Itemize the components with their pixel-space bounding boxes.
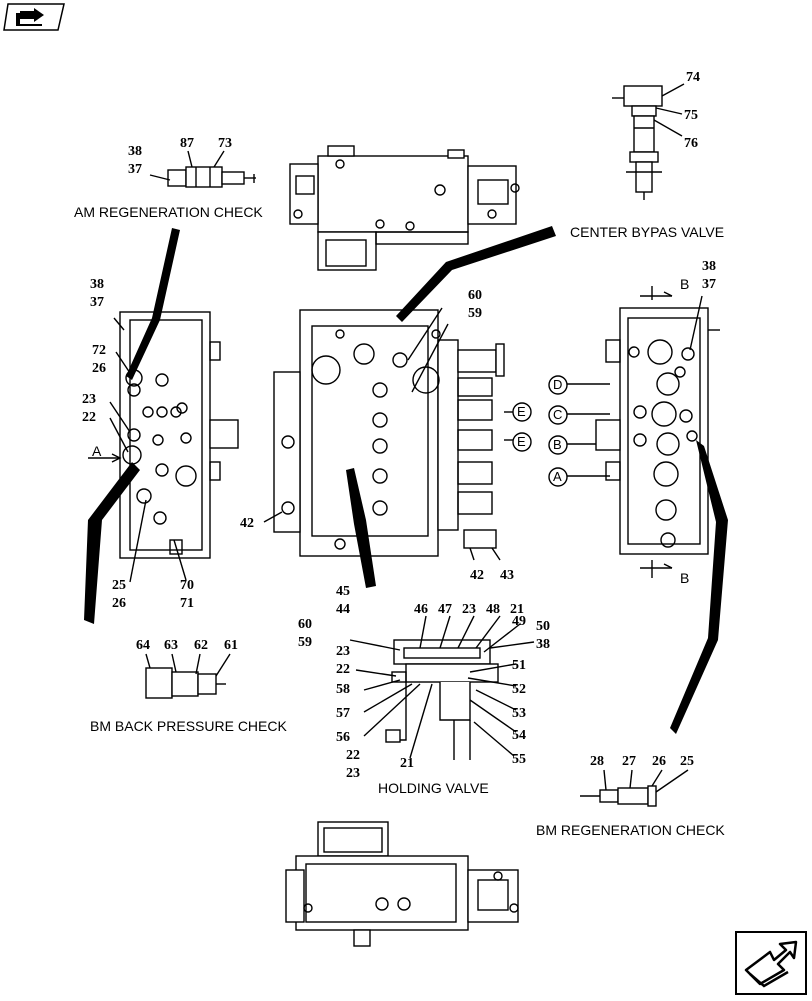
callout-59-holding: 59 bbox=[298, 635, 312, 650]
callout-37-left: 37 bbox=[90, 295, 104, 310]
callout-76: 76 bbox=[684, 136, 698, 151]
view-mark-b-bottom: B bbox=[680, 570, 690, 586]
callout-23-left: 23 bbox=[82, 392, 96, 407]
center-bypass-valve-part bbox=[612, 83, 685, 200]
callout-57: 57 bbox=[336, 706, 350, 721]
cross-reference-strokes bbox=[84, 226, 728, 734]
callout-37-right: 37 bbox=[702, 277, 716, 292]
callout-44: 44 bbox=[336, 602, 350, 617]
callout-23-holding-bottom: 23 bbox=[346, 766, 360, 781]
callout-53: 53 bbox=[512, 706, 526, 721]
callout-72: 72 bbox=[92, 343, 106, 358]
port-a-label: A bbox=[553, 469, 562, 484]
center-bypass-valve-caption: CENTER BYPAS VALVE bbox=[570, 224, 725, 240]
view-mark-a: A bbox=[92, 443, 102, 459]
callout-21-holding-bottom: 21 bbox=[400, 756, 414, 771]
callout-62: 62 bbox=[194, 638, 208, 653]
callout-23-holding-left: 23 bbox=[336, 644, 350, 659]
view-mark-b-top: B bbox=[680, 276, 690, 292]
callout-64: 64 bbox=[136, 638, 150, 653]
callout-74: 74 bbox=[686, 70, 700, 85]
callout-38-left: 38 bbox=[90, 277, 104, 292]
callout-26-left-bottom: 26 bbox=[112, 596, 126, 611]
callout-42-left: 42 bbox=[240, 516, 254, 531]
callout-61: 61 bbox=[224, 638, 238, 653]
holding-valve-caption: HOLDING VALVE bbox=[378, 780, 489, 796]
callout-52: 52 bbox=[512, 682, 526, 697]
port-b-label: B bbox=[553, 437, 562, 452]
callout-59-center: 59 bbox=[468, 306, 482, 321]
callout-47: 47 bbox=[438, 602, 452, 617]
port-e-label-lower: E bbox=[517, 434, 526, 449]
callout-43: 43 bbox=[500, 568, 514, 583]
callout-27: 27 bbox=[622, 754, 636, 769]
am-regeneration-check-part bbox=[149, 150, 256, 188]
bm-regeneration-check-caption: BM REGENERATION CHECK bbox=[536, 822, 725, 838]
callout-73: 73 bbox=[218, 136, 232, 151]
callout-70: 70 bbox=[180, 578, 194, 593]
holding-valve-part bbox=[349, 615, 535, 760]
callout-54: 54 bbox=[512, 728, 526, 743]
callout-25-left: 25 bbox=[112, 578, 126, 593]
bm-back-pressure-check-caption: BM BACK PRESSURE CHECK bbox=[90, 718, 287, 734]
bm-regeneration-check-part bbox=[580, 769, 689, 807]
callout-87: 87 bbox=[180, 136, 194, 151]
callout-38-holding: 38 bbox=[536, 637, 550, 652]
callout-26-bm: 26 bbox=[652, 754, 666, 769]
port-markers bbox=[512, 375, 568, 487]
callout-22-holding-bottom: 22 bbox=[346, 748, 360, 763]
callout-60-holding: 60 bbox=[298, 617, 312, 632]
callout-55: 55 bbox=[512, 752, 526, 767]
callout-38-am: 38 bbox=[128, 144, 142, 159]
bm-back-pressure-check-part bbox=[145, 653, 231, 699]
book-forward-icon[interactable] bbox=[2, 2, 66, 32]
callout-58: 58 bbox=[336, 682, 350, 697]
callout-46: 46 bbox=[414, 602, 428, 617]
callout-26-left: 26 bbox=[92, 361, 106, 376]
callout-38-right: 38 bbox=[702, 259, 716, 274]
callout-51: 51 bbox=[512, 658, 526, 673]
valve-right-side-view bbox=[560, 286, 720, 578]
port-c-label: C bbox=[553, 407, 563, 422]
callout-60-center: 60 bbox=[468, 288, 482, 303]
callout-75: 75 bbox=[684, 108, 698, 123]
next-page-arrow-icon[interactable] bbox=[734, 930, 808, 996]
valve-main-body-center bbox=[263, 307, 516, 561]
callout-22-holding-left: 22 bbox=[336, 662, 350, 677]
callout-25-bm: 25 bbox=[680, 754, 694, 769]
callout-28: 28 bbox=[590, 754, 604, 769]
callout-49: 49 bbox=[512, 614, 526, 629]
valve-front-view-top bbox=[289, 145, 520, 271]
callout-23-holding-top: 23 bbox=[462, 602, 476, 617]
callout-63: 63 bbox=[164, 638, 178, 653]
valve-bottom-view bbox=[285, 821, 519, 947]
am-regeneration-check-caption: AM REGENERATION CHECK bbox=[74, 204, 263, 220]
callout-22-left: 22 bbox=[82, 410, 96, 425]
callout-71: 71 bbox=[180, 596, 194, 611]
port-d-label: D bbox=[553, 377, 563, 392]
callout-37-am: 37 bbox=[128, 162, 142, 177]
callout-50: 50 bbox=[536, 619, 550, 634]
valve-left-side-view bbox=[88, 311, 239, 583]
port-e-label-upper: E bbox=[517, 404, 526, 419]
callout-56: 56 bbox=[336, 730, 350, 745]
callout-21-holding-top: 21 bbox=[510, 602, 524, 617]
callout-45: 45 bbox=[336, 584, 350, 599]
callout-48: 48 bbox=[486, 602, 500, 617]
callout-42-right: 42 bbox=[470, 568, 484, 583]
